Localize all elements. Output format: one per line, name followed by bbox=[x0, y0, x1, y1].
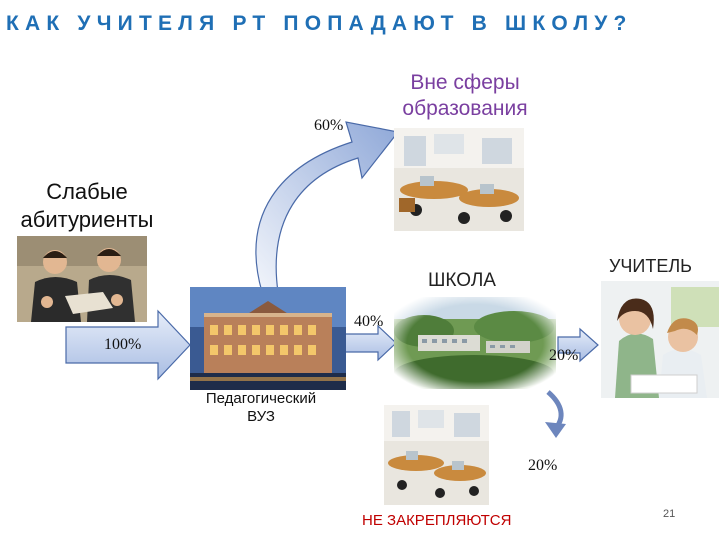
school-building-icon bbox=[394, 297, 556, 389]
teacher-label: УЧИТЕЛЬ bbox=[609, 256, 692, 276]
outside-label-line-1: Вне сферы bbox=[410, 71, 520, 94]
weak-label-line-2: абитуриенты bbox=[20, 207, 154, 232]
arrow-to-teacher bbox=[557, 327, 599, 363]
office-photo-bottom bbox=[384, 405, 489, 505]
students-icon bbox=[17, 236, 147, 322]
university-photo bbox=[190, 287, 346, 390]
weak-applicants-label: Слабые абитуриенты bbox=[2, 178, 172, 234]
outside-label-line-2: образования bbox=[402, 97, 528, 120]
percent-outside: 60% bbox=[314, 117, 344, 134]
school-label: ШКОЛА bbox=[428, 270, 496, 291]
office-icon bbox=[394, 128, 524, 231]
not-retained-label: НЕ ЗАКРЕПЛЯЮТСЯ bbox=[362, 512, 512, 529]
percent-school: 40% bbox=[354, 313, 384, 330]
students-photo bbox=[17, 236, 147, 322]
university-building-icon bbox=[190, 287, 346, 390]
weak-label-line-1: Слабые bbox=[46, 179, 128, 204]
arrow-enter-university bbox=[65, 309, 191, 381]
teacher-photo bbox=[601, 281, 719, 398]
school-photo bbox=[394, 297, 556, 389]
office-icon bbox=[384, 405, 489, 505]
arrow-to-not-retained-head bbox=[545, 422, 566, 438]
percent-enter: 100% bbox=[104, 336, 142, 353]
pedagogical-university-label: Педагогический ВУЗ bbox=[186, 390, 336, 426]
page-number: 21 bbox=[663, 508, 676, 520]
percent-not-retained: 20% bbox=[528, 457, 558, 474]
outside-education-label: Вне сферы образования bbox=[395, 70, 535, 122]
university-label-line-1: Педагогический bbox=[205, 390, 317, 407]
percent-teacher: 20% bbox=[549, 347, 579, 364]
teacher-icon bbox=[601, 281, 719, 398]
curved-arrow-to-outside bbox=[255, 121, 400, 293]
arrow-to-school bbox=[344, 324, 397, 362]
page-title: КАК УЧИТЕЛЯ РТ ПОПАДАЮТ В ШКОЛУ? bbox=[6, 12, 633, 35]
university-label-line-2: ВУЗ bbox=[247, 408, 275, 425]
office-photo-top bbox=[394, 128, 524, 231]
